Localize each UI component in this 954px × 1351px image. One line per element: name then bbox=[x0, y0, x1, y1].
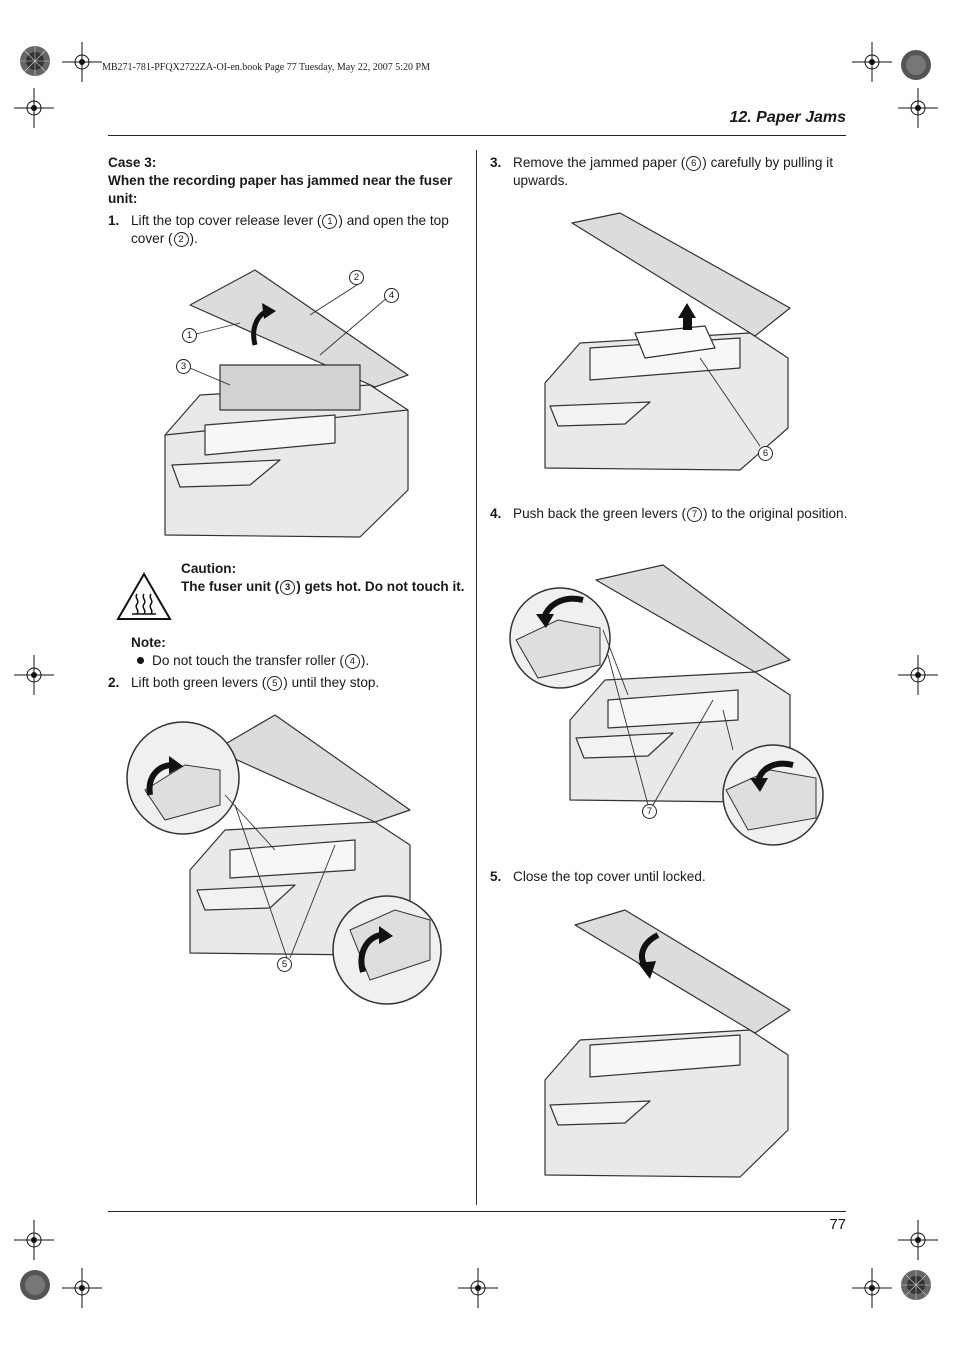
step-2: 2. Lift both green levers (5) until they… bbox=[108, 674, 463, 692]
page-number: 77 bbox=[829, 1216, 846, 1233]
step-text: Push back the green levers (7) to the or… bbox=[513, 506, 848, 522]
book-file-line: MB271-781-PFQX2722ZA-OI-en.book Page 77 … bbox=[102, 62, 430, 73]
crosshair-mark-icon bbox=[898, 1220, 938, 1260]
section-title: 12. Paper Jams bbox=[729, 109, 846, 126]
figure-lift-green-levers bbox=[126, 714, 442, 1005]
circled-number: 5 bbox=[267, 676, 283, 691]
case-heading-title: Case 3: bbox=[108, 155, 157, 170]
step-4: 4. Push back the green levers (7) to the… bbox=[490, 505, 850, 523]
circled-number: 1 bbox=[322, 214, 338, 229]
case-heading-subtitle: When the recording paper has jammed near… bbox=[108, 173, 453, 206]
figure-open-top-cover bbox=[164, 269, 409, 538]
step-number: 2. bbox=[108, 675, 120, 690]
circled-number: 4 bbox=[344, 654, 360, 669]
footer-rule bbox=[108, 1211, 846, 1212]
registration-mark-icon bbox=[901, 50, 931, 80]
case-heading: Case 3: When the recording paper has jam… bbox=[108, 154, 458, 208]
step-number: 5. bbox=[490, 869, 502, 884]
step-3: 3. Remove the jammed paper (6) carefully… bbox=[490, 154, 850, 190]
circled-number: 7 bbox=[687, 507, 703, 522]
registration-mark-icon bbox=[901, 1270, 931, 1300]
crosshair-mark-icon bbox=[14, 655, 54, 695]
crosshair-mark-icon bbox=[14, 88, 54, 128]
step-text: Lift the top cover release lever (1) and… bbox=[131, 213, 449, 247]
callout-6: 6 bbox=[758, 446, 773, 461]
step-text: Remove the jammed paper (6) carefully by… bbox=[513, 155, 833, 188]
step-number: 4. bbox=[490, 506, 502, 521]
figure-push-back-levers bbox=[509, 564, 824, 846]
callout-2: 2 bbox=[349, 270, 364, 285]
crosshair-mark-icon bbox=[62, 1268, 102, 1308]
step-number: 3. bbox=[490, 155, 502, 170]
crosshair-mark-icon bbox=[14, 1220, 54, 1260]
crosshair-mark-icon bbox=[852, 1268, 892, 1308]
registration-mark-icon bbox=[20, 1270, 50, 1300]
crosshair-mark-icon bbox=[898, 655, 938, 695]
note-heading: Note: bbox=[131, 635, 166, 650]
caution-text: The fuser unit (3) gets hot. Do not touc… bbox=[181, 579, 465, 595]
circled-number: 6 bbox=[686, 156, 702, 171]
hot-surface-warning-icon bbox=[116, 572, 172, 620]
crosshair-mark-icon bbox=[62, 42, 102, 82]
step-1: 1. Lift the top cover release lever (1) … bbox=[108, 212, 463, 248]
caution-heading: Caution: bbox=[181, 561, 237, 576]
note-block: Note: Do not touch the transfer roller (… bbox=[131, 634, 461, 670]
crosshair-mark-icon bbox=[458, 1268, 498, 1308]
column-divider bbox=[476, 150, 477, 1205]
bullet-icon bbox=[137, 657, 144, 665]
callout-1: 1 bbox=[182, 328, 197, 343]
circled-number: 3 bbox=[280, 580, 296, 595]
figure-close-top-cover bbox=[544, 909, 791, 1178]
figure-remove-jammed-paper bbox=[544, 212, 791, 471]
step-5: 5. Close the top cover until locked. bbox=[490, 868, 850, 886]
note-item: Do not touch the transfer roller (4). bbox=[131, 652, 461, 670]
step-text: Lift both green levers (5) until they st… bbox=[131, 675, 380, 691]
callout-4: 4 bbox=[384, 288, 399, 303]
circled-number: 2 bbox=[173, 232, 189, 247]
callout-5: 5 bbox=[277, 957, 292, 972]
step-text: Close the top cover until locked. bbox=[513, 869, 706, 884]
caution-block: Caution: The fuser unit (3) gets hot. Do… bbox=[181, 560, 466, 596]
callout-3: 3 bbox=[176, 359, 191, 374]
callout-7: 7 bbox=[642, 804, 657, 819]
crosshair-mark-icon bbox=[898, 88, 938, 128]
header-rule bbox=[108, 135, 846, 136]
registration-mark-icon bbox=[20, 46, 50, 76]
step-number: 1. bbox=[108, 213, 120, 228]
crosshair-mark-icon bbox=[852, 42, 892, 82]
